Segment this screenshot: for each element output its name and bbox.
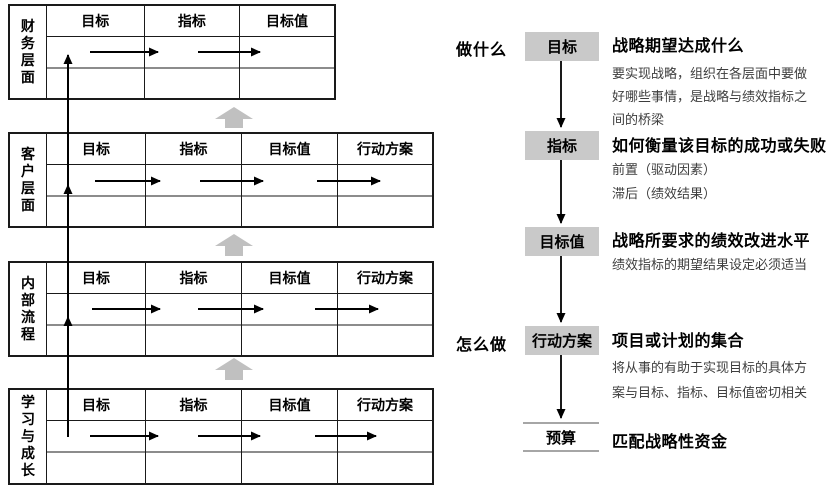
column-header-cell: 目标: [46, 6, 144, 37]
column-target-value: 目标值: [241, 134, 337, 226]
empty-cell: [240, 69, 334, 98]
empty-cell: [47, 453, 145, 483]
empty-cell: [242, 197, 337, 226]
column-action-plan: 行动方案: [337, 390, 432, 483]
perspective-table-financial: 财务层面 目标 指标 目标值: [8, 4, 336, 100]
column-header-cell: 指标: [144, 6, 239, 37]
column-header-cell: 目标: [47, 390, 145, 421]
flow-title-goal: 战略期望达成什么: [612, 38, 745, 55]
column-indicator: 指标: [145, 390, 241, 483]
column-header-cell: 指标: [146, 390, 241, 421]
flow-desc-indicator: 前置（驱动因素） 滞后（绩效结果）: [612, 158, 839, 206]
column-target-value: 目标值: [241, 263, 337, 355]
perspective-label: 财务层面: [10, 6, 47, 98]
up-block-arrow-icon: [215, 358, 253, 380]
column-header-cell: 目标值: [239, 6, 335, 37]
flow-desc-action-plan: 将从事的有助于实现目标的具体方案与目标、指标、目标值密切相关: [612, 360, 808, 400]
perspective-table-internal-process: 内部流程 目标 指标 目标值 行动方案: [8, 261, 434, 357]
column-goal: 目标: [47, 390, 145, 483]
column-header-cell: 行动方案: [338, 390, 432, 421]
perspective-table-customer: 客户层面 目标 指标 目标值 行动方案: [8, 132, 434, 228]
empty-cell: [338, 294, 432, 326]
stage-label-how: 怎么做: [456, 337, 508, 354]
flow-title-target-value: 战略所要求的绩效改进水平: [612, 233, 811, 250]
flow-title-budget: 匹配战略性资金: [612, 434, 728, 451]
column-header-cell: 目标: [47, 134, 145, 165]
empty-cell: [146, 294, 241, 326]
empty-cell: [145, 69, 239, 98]
empty-cell: [338, 421, 432, 453]
flow-box-goal: 目标: [525, 32, 599, 61]
empty-cell: [242, 421, 337, 453]
column-indicator: 指标: [143, 6, 239, 98]
column-header-cell: 目标值: [242, 263, 337, 294]
column-header-cell: 目标值: [242, 390, 337, 421]
stage-label-what: 做什么: [456, 42, 508, 59]
column-target-value: 目标值: [238, 6, 335, 98]
column-header-cell: 指标: [146, 263, 241, 294]
flow-box-budget: 预算: [523, 422, 599, 452]
column-header-cell: 指标: [146, 134, 241, 165]
up-block-arrow-icon: [215, 234, 253, 256]
empty-cell: [338, 197, 432, 226]
empty-cell: [144, 37, 239, 69]
perspective-table-learning-growth: 学习与成长 目标 指标 目标值 行动方案: [8, 388, 434, 485]
column-action-plan: 行动方案: [337, 263, 432, 355]
empty-cell: [239, 37, 335, 69]
empty-cell: [242, 326, 337, 355]
empty-cell: [47, 165, 145, 197]
flow-title-action-plan: 项目或计划的集合: [612, 333, 745, 350]
empty-cell: [46, 37, 144, 69]
empty-cell: [242, 165, 337, 197]
empty-cell: [146, 453, 241, 483]
column-target-value: 目标值: [241, 390, 337, 483]
column-header-cell: 行动方案: [338, 134, 432, 165]
empty-cell: [47, 294, 145, 326]
desc-line-leading: 前置（驱动因素）: [612, 162, 717, 177]
empty-cell: [338, 165, 432, 197]
desc-line-lagging: 滞后（绩效结果）: [612, 186, 717, 201]
flow-box-indicator: 指标: [525, 131, 599, 160]
column-goal: 目标: [46, 6, 144, 98]
empty-cell: [146, 165, 241, 197]
column-goal: 目标: [47, 263, 145, 355]
perspective-label: 内部流程: [10, 263, 47, 355]
column-header-cell: 目标: [47, 263, 145, 294]
perspective-label: 客户层面: [10, 134, 47, 226]
flow-desc-goal: 要实现战略，组织在各层面中要做好哪些事情，是战略与绩效指标之间的桥梁: [612, 66, 808, 127]
flow-title-indicator: 如何衡量该目标的成功或失败: [612, 138, 827, 155]
column-action-plan: 行动方案: [337, 134, 432, 226]
empty-cell: [338, 326, 432, 355]
empty-cell: [146, 421, 241, 453]
empty-cell: [47, 197, 145, 226]
empty-cell: [338, 453, 432, 483]
empty-cell: [47, 326, 145, 355]
column-indicator: 指标: [145, 134, 241, 226]
column-header-cell: 目标值: [242, 134, 337, 165]
perspective-label: 学习与成长: [10, 390, 47, 483]
up-block-arrow-icon: [215, 107, 253, 128]
empty-cell: [242, 294, 337, 326]
column-goal: 目标: [47, 134, 145, 226]
empty-cell: [47, 69, 144, 98]
empty-cell: [146, 197, 241, 226]
column-indicator: 指标: [145, 263, 241, 355]
flow-box-target-value: 目标值: [525, 227, 599, 256]
empty-cell: [146, 326, 241, 355]
flow-box-action-plan: 行动方案: [525, 326, 599, 355]
column-header-cell: 行动方案: [338, 263, 432, 294]
empty-cell: [242, 453, 337, 483]
flow-desc-target-value: 绩效指标的期望结果设定必须适当: [612, 257, 808, 272]
empty-cell: [47, 421, 145, 453]
